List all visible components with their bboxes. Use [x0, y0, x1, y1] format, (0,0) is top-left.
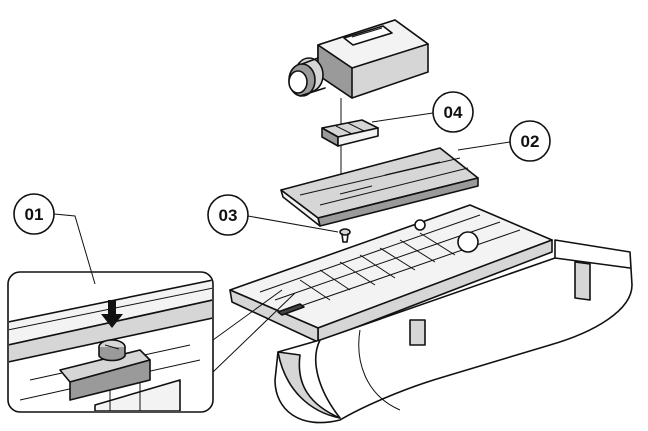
callout-02: 02 [457, 120, 551, 162]
callout-04: 04 [371, 91, 474, 133]
screw [339, 228, 351, 243]
callout-03: 03 [207, 194, 339, 236]
callout-01: 01 [13, 193, 96, 285]
inset-leader [212, 289, 296, 373]
housing-base [229, 204, 553, 343]
callout-04-label: 04 [444, 103, 463, 122]
inset-screw [98, 339, 126, 362]
callout-03-label: 03 [219, 206, 238, 225]
camera-body [288, 19, 429, 99]
callout-01-label: 01 [25, 205, 44, 224]
detail-inset [7, 271, 214, 413]
mounting-plate [280, 147, 479, 227]
down-arrow-icon [101, 300, 123, 328]
adapter-block [321, 119, 379, 147]
housing-shield [274, 239, 633, 424]
callout-02-label: 02 [521, 132, 540, 151]
